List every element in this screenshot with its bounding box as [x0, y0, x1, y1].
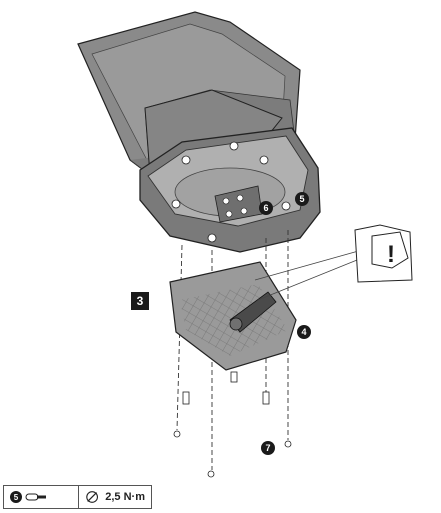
legend-torque-cell: 2,5 N·m [79, 486, 151, 508]
screw [281, 201, 291, 211]
step-number-badge: 3 [131, 292, 149, 310]
screw [229, 141, 239, 151]
nut [173, 430, 181, 438]
base-screws [171, 141, 291, 243]
mounting-plate [169, 261, 297, 371]
top-case-lid [77, 11, 301, 176]
screw [259, 155, 269, 165]
torque-value: 2,5 N·m [105, 491, 145, 503]
callout-7: 7 [261, 441, 275, 455]
nut [207, 470, 215, 478]
callout-4: 4 [297, 325, 311, 339]
exclamation-mark: ! [387, 241, 395, 268]
bolt [182, 391, 190, 405]
nut [284, 440, 292, 448]
screw [181, 155, 191, 165]
caution-head-icon: ! [254, 224, 413, 301]
plate-bolts [173, 371, 292, 478]
screw [207, 233, 217, 243]
callout-6: 6 [259, 201, 273, 215]
parts-legend: 5 2,5 N·m [3, 485, 152, 509]
legend-part-cell: 5 [4, 486, 79, 508]
screw [171, 199, 181, 209]
bolt [262, 391, 270, 405]
hex-key-icon [25, 493, 46, 501]
bolt [230, 371, 238, 383]
legend-part-number: 5 [10, 491, 22, 503]
callout-5: 5 [295, 192, 309, 206]
torque-wrench-icon [86, 491, 99, 503]
